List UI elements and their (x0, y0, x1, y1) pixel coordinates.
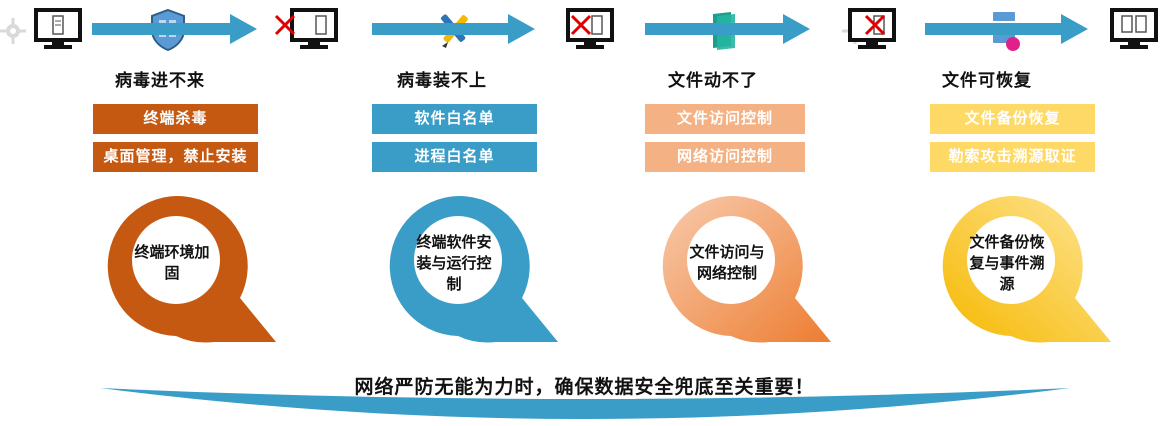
ring-diagram: 文件备份恢复与事件溯源 (925, 186, 1115, 346)
ring-diagram: 终端软件安装与运行控制 (372, 186, 562, 346)
arrow-3 (645, 14, 810, 44)
column-title: 文件动不了 (668, 71, 758, 90)
arrow-4 (925, 14, 1088, 44)
feature-box: 软件白名单 (372, 104, 537, 134)
feature-box: 终端杀毒 (93, 104, 258, 134)
monitor-blocked-icon (290, 8, 338, 52)
monitor-documents-icon (1110, 8, 1158, 52)
feature-box: 文件备份恢复 (930, 104, 1095, 134)
monitor-blocked-icon (566, 8, 614, 52)
column-4: 文件可恢复 文件备份恢复 勒索攻击溯源取证 文件备份恢复与事件溯源 (925, 0, 1169, 360)
virus-gear-icon (0, 18, 26, 44)
column-3: 文件动不了 文件访问控制 网络访问控制 文件访问与网络控制 (645, 0, 925, 360)
feature-box: 网络访问控制 (645, 142, 805, 172)
footer-text: 网络严防无能为力时，确保数据安全兜底至关重要！ (354, 377, 815, 398)
feature-box: 勒索攻击溯源取证 (930, 142, 1095, 172)
feature-box: 进程白名单 (372, 142, 537, 172)
ring-diagram: 终端环境加固 (90, 186, 280, 346)
arrow-1 (92, 14, 257, 44)
column-title: 病毒进不来 (115, 71, 205, 90)
ring-diagram: 文件访问与网络控制 (645, 186, 835, 346)
close-icon (862, 12, 888, 38)
column-2: 病毒装不上 软件白名单 进程白名单 终端软件安装与运行控制 (372, 0, 652, 360)
feature-box: 桌面管理，禁止安装 (93, 142, 258, 172)
footer-arc (0, 360, 1169, 426)
monitor-document-icon (34, 8, 82, 52)
ring-text: 终端软件安装与运行控制 (416, 233, 492, 293)
column-title: 文件可恢复 (942, 71, 1032, 90)
ring-text: 文件备份恢复与事件溯源 (969, 233, 1045, 293)
arrow-2 (372, 14, 535, 44)
feature-box: 文件访问控制 (645, 104, 805, 134)
column-title: 病毒装不上 (397, 71, 487, 90)
close-icon (272, 12, 298, 38)
close-icon (568, 12, 594, 38)
column-1: 病毒进不来 终端杀毒 桌面管理，禁止安装 终端环境加固 (90, 0, 370, 360)
ring-text: 终端环境加固 (134, 244, 210, 282)
ring-text: 文件访问与网络控制 (689, 244, 765, 282)
